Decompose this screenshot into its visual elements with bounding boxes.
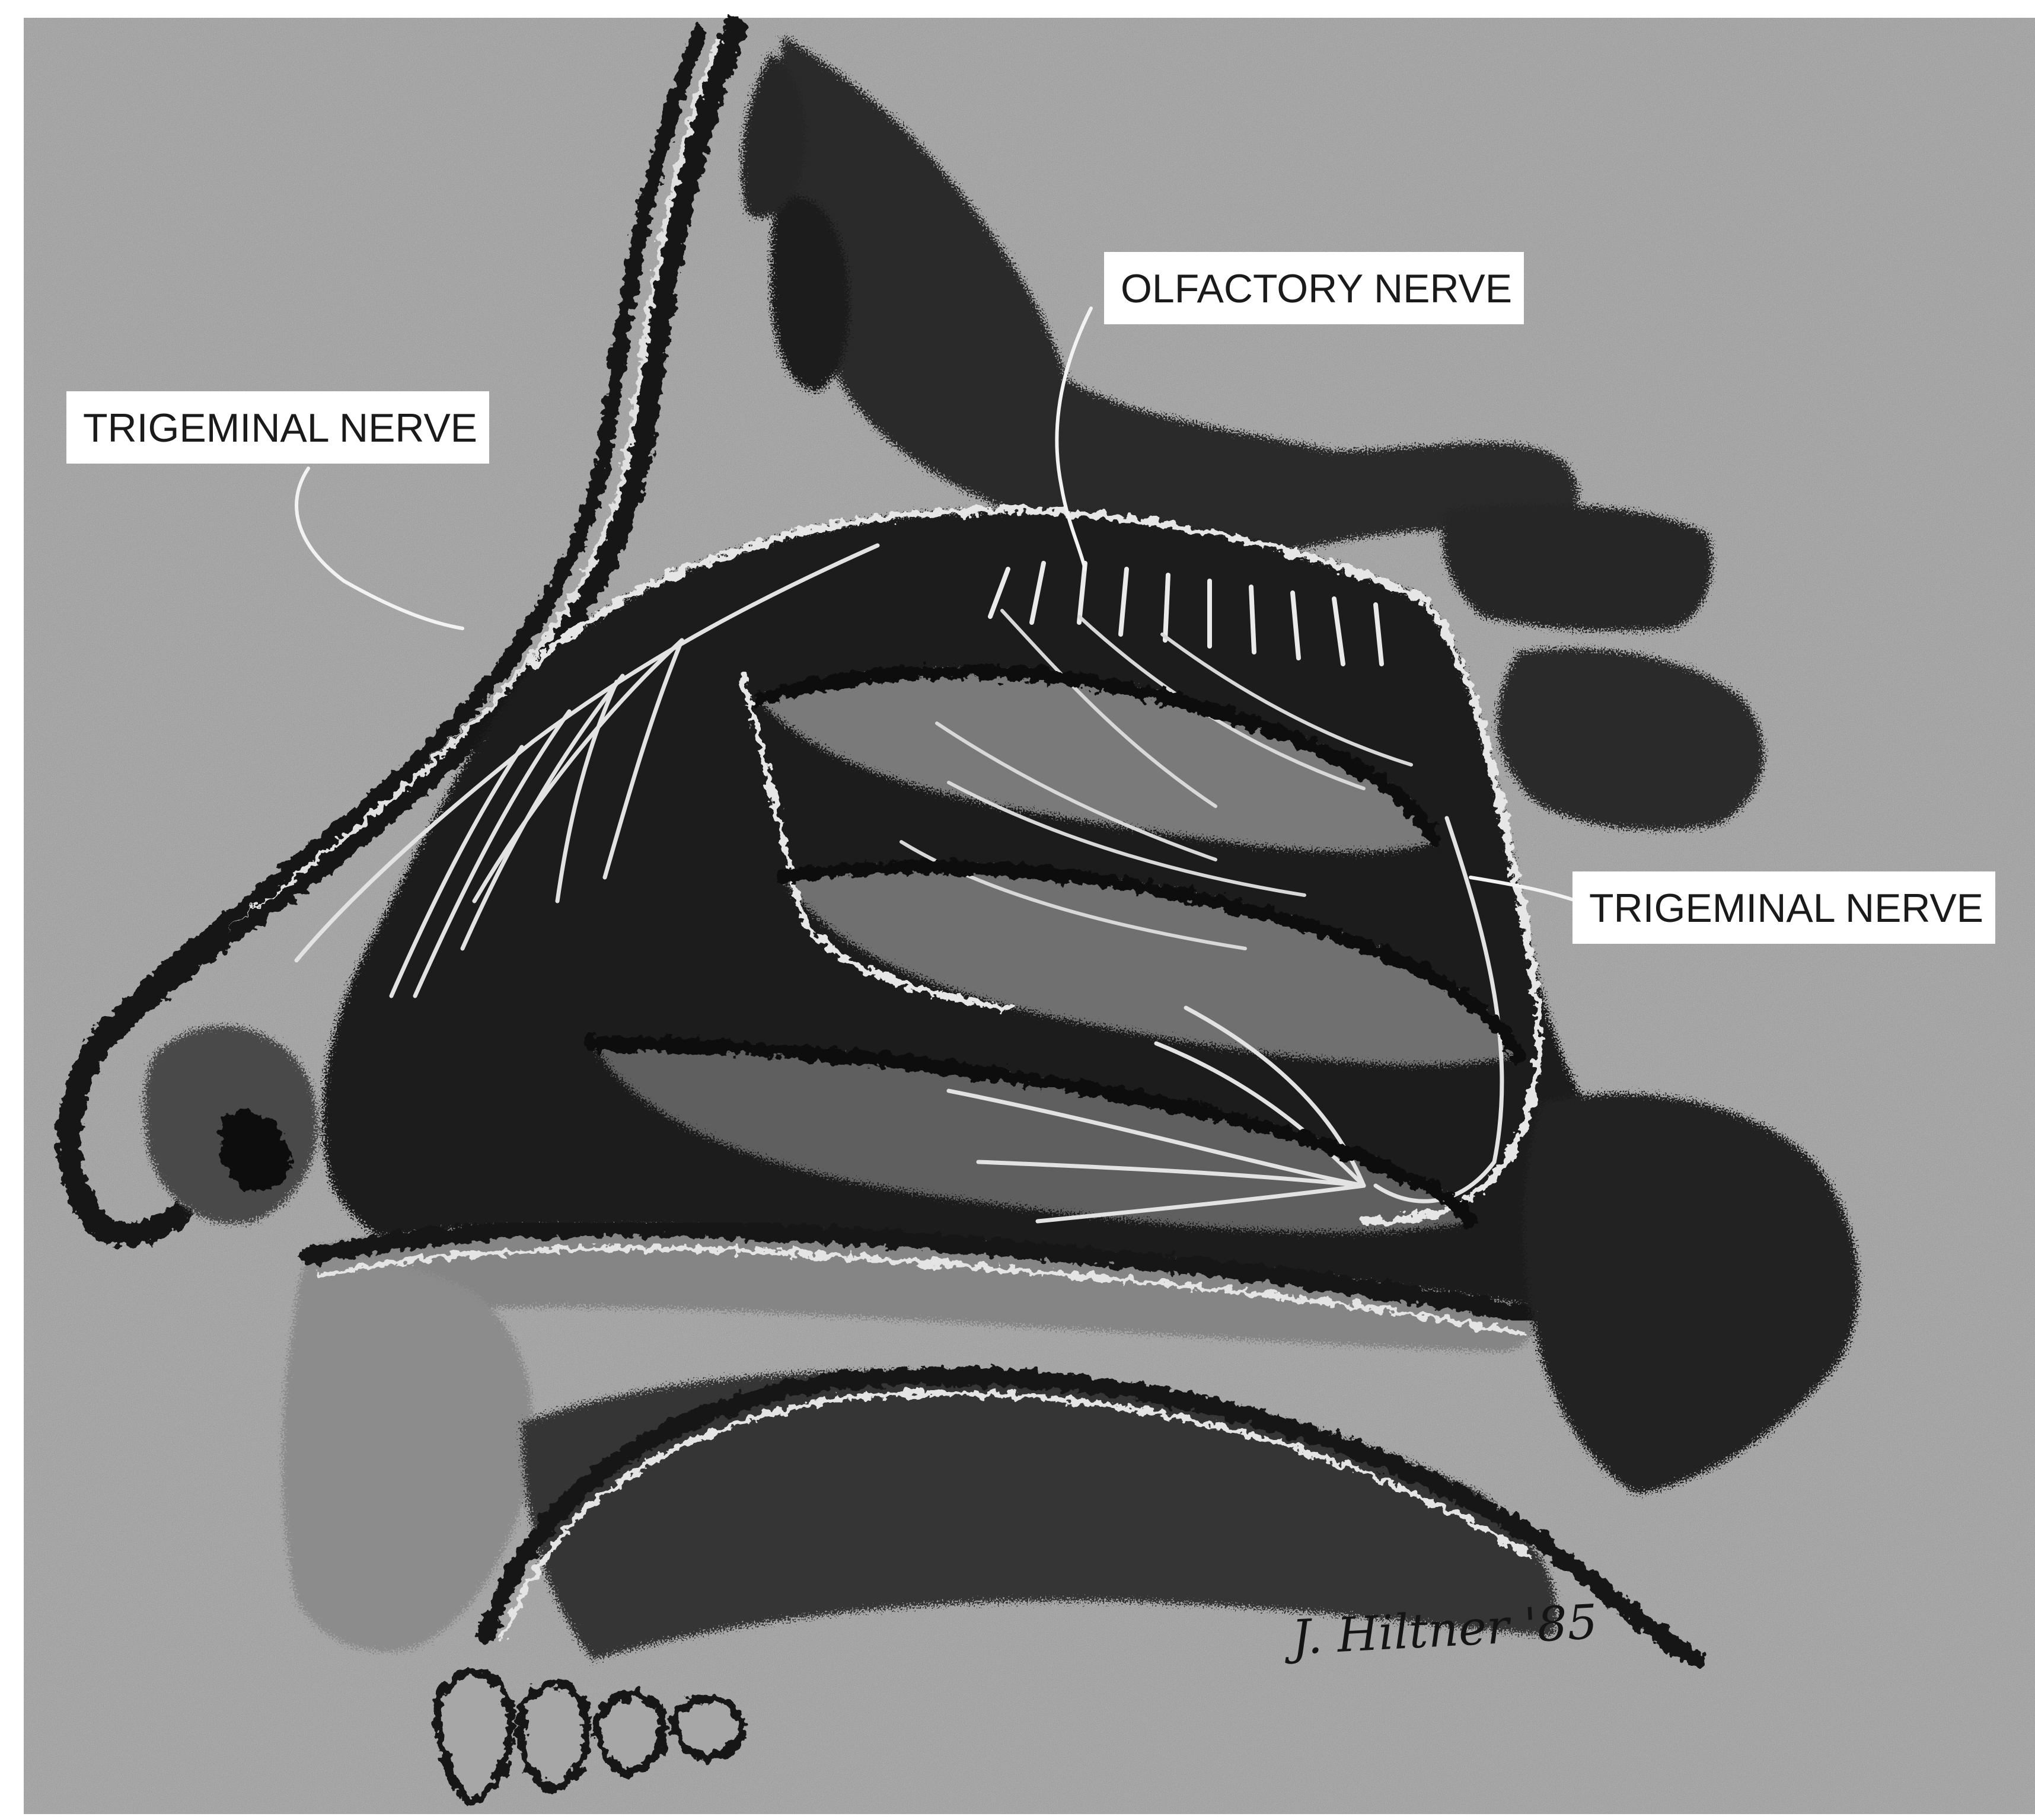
label-olfactory-nerve: OLFACTORY NERVE <box>1104 252 1524 324</box>
label-trigeminal-nerve-upper: TRIGEMINAL NERVE <box>66 391 489 464</box>
sphenoid-block-upper <box>1443 504 1712 631</box>
label-trigeminal-nerve-lower: TRIGEMINAL NERVE <box>1572 871 1995 944</box>
